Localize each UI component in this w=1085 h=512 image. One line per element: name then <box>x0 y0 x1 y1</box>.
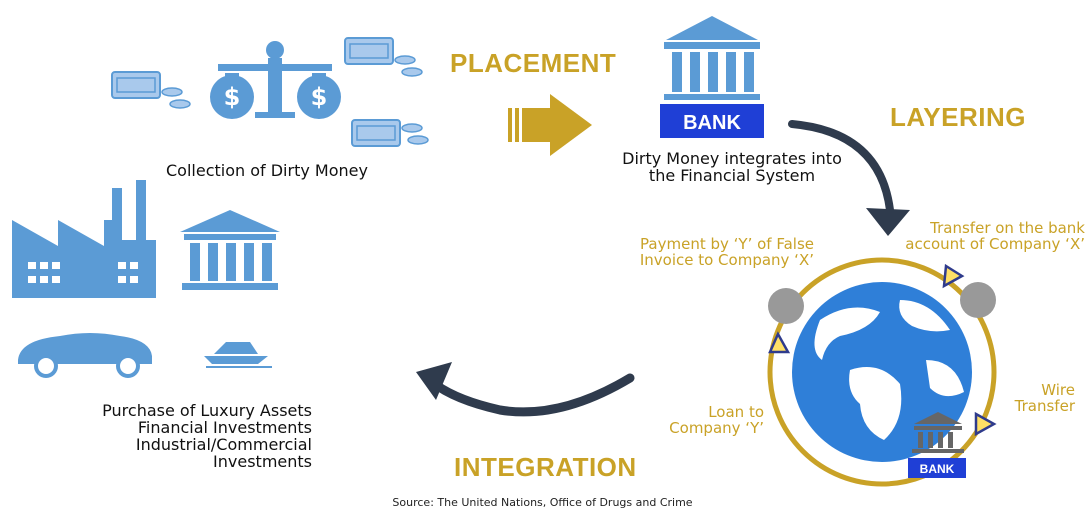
node-top-right <box>960 282 996 318</box>
sports-car-icon <box>18 333 152 378</box>
integrates-line1: Dirty Money integrates into <box>622 149 842 168</box>
stage-integration: INTEGRATION <box>454 452 637 482</box>
wire-transfer-label: Wire Transfer <box>985 382 1075 414</box>
transfer-label: Transfer on the bank account of Company … <box>880 220 1085 252</box>
stage-placement: PLACEMENT <box>450 48 617 78</box>
payment-line2: Invoice to Company ‘X’ <box>639 251 814 269</box>
payment-label: Payment by ‘Y’ of False Invoice to Compa… <box>604 236 814 268</box>
cycle-arrow-left <box>768 331 791 354</box>
money-scale-icon: $ $ <box>210 41 341 119</box>
integration-arrowhead <box>416 362 452 400</box>
svg-text:$: $ <box>224 83 241 111</box>
payment-line1: Payment by ‘Y’ of False <box>640 235 814 253</box>
small-bank-icon <box>908 412 966 478</box>
integrates-label: Dirty Money integrates into the Financia… <box>612 150 852 184</box>
layering-arrow <box>788 120 894 214</box>
cash-stack-icon-left <box>111 71 191 109</box>
bank-icon <box>660 16 764 138</box>
layering-cycle-ring <box>767 257 997 487</box>
node-top-left <box>768 288 804 324</box>
loan-label: Loan to Company ‘Y’ <box>648 404 764 436</box>
cycle-arrow-top <box>942 263 965 289</box>
source-note: Source: The United Nations, Office of Dr… <box>392 496 693 509</box>
purchase-line3: Industrial/Commercial <box>135 435 312 454</box>
cash-stack-icon-top-right <box>344 37 423 77</box>
small-bank-label: BANK <box>920 462 955 476</box>
cash-stack-icon-bottom-right <box>351 119 429 147</box>
purchase-line2: Financial Investments <box>137 418 312 437</box>
transfer-line2: account of Company ‘X’ <box>905 235 1085 253</box>
collection-label: Collection of Dirty Money <box>166 161 368 180</box>
wire-line2: Transfer <box>1014 397 1075 415</box>
bank-label: BANK <box>683 112 741 134</box>
purchase-line4: Investments <box>213 452 312 471</box>
factory-icon <box>12 180 156 298</box>
svg-text:$: $ <box>311 83 328 111</box>
layering-arrowhead <box>866 208 910 236</box>
building-icon <box>180 210 280 290</box>
yacht-icon <box>204 342 272 368</box>
purchase-line1: Purchase of Luxury Assets <box>102 401 312 420</box>
transfer-line1: Transfer on the bank <box>930 219 1085 237</box>
purchase-label: Purchase of Luxury Assets Financial Inve… <box>60 402 312 470</box>
placement-arrow <box>508 94 592 156</box>
cycle-arrow-right <box>974 411 997 437</box>
globe-icon <box>792 282 972 462</box>
integration-arrow <box>427 373 635 417</box>
loan-line1: Loan to <box>708 403 764 421</box>
wire-line1: Wire <box>1041 381 1075 399</box>
loan-line2: Company ‘Y’ <box>669 419 764 437</box>
integrates-line2: the Financial System <box>648 166 816 185</box>
stage-layering: LAYERING <box>890 102 1026 132</box>
